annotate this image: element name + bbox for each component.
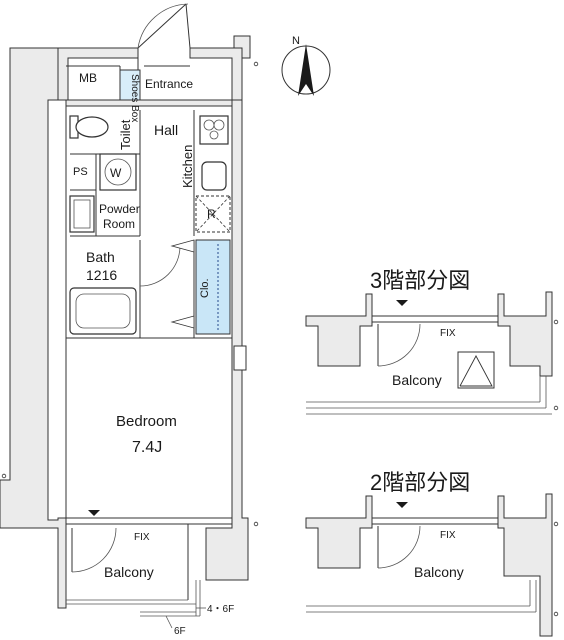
partial-balcony-2f: Balcony [414, 564, 464, 580]
label-bedroom-2: 7.4J [132, 439, 162, 456]
bathtub-icon [69, 287, 137, 335]
label-refrigerator: R [207, 207, 216, 221]
main-unit [0, 3, 259, 629]
partial-balcony-3f: Balcony [392, 372, 442, 388]
label-mb: MB [79, 71, 97, 85]
toilet-fixture [69, 115, 109, 139]
bath-door-arc [139, 245, 181, 287]
wall-right [205, 35, 251, 581]
balcony-door [71, 510, 117, 573]
label-shoes-box: Shoes Box [129, 74, 140, 122]
label-balcony: Balcony [104, 564, 154, 580]
balcony-railing [66, 580, 206, 629]
dot [1, 473, 7, 479]
skylight-icon [457, 351, 495, 389]
partial-fix-3f: FIX [440, 328, 456, 339]
label-4-6f: 4・6F [207, 604, 234, 615]
shoes-box [119, 69, 141, 101]
entry-arrow-icon-2f [396, 502, 408, 508]
refrigerator-icon [195, 195, 231, 233]
partial-plan-3f: 3階部分図 FIX Balcony [305, 268, 559, 415]
label-powder-room-2: Room [103, 217, 135, 231]
label-bedroom-1: Bedroom [116, 413, 177, 430]
entrance-door [137, 3, 191, 49]
dot [253, 61, 259, 67]
label-toilet: Toilet [118, 119, 133, 150]
door-marker-2 [170, 315, 195, 329]
dot [253, 521, 259, 527]
label-hall: Hall [154, 122, 178, 138]
door-marker [170, 239, 195, 253]
label-washer: W [110, 166, 122, 180]
partial-plan-2f: 2階部分図 FIX Balcony [305, 470, 559, 637]
room-labels: MB Shoes Box Entrance Toilet Hall Kitche… [73, 71, 234, 637]
wall-left [0, 47, 67, 609]
washer-icon [99, 153, 137, 191]
compass-arrow-icon [298, 44, 314, 96]
label-powder-room-1: Powder [99, 202, 140, 216]
basin-icon [69, 195, 95, 233]
label-fix: FIX [134, 532, 150, 543]
window-marker [233, 345, 247, 371]
wall-mid [65, 99, 233, 107]
label-closet: Clo. [199, 278, 211, 298]
label-ps: PS [73, 166, 88, 178]
north-compass: N [281, 35, 331, 96]
wall-top-right [189, 47, 243, 101]
label-bath-2: 1216 [86, 267, 117, 283]
label-kitchen: Kitchen [180, 145, 195, 188]
sink-icon [201, 161, 227, 191]
stove-icon [199, 115, 229, 145]
label-entrance: Entrance [145, 77, 193, 91]
partial-title-2f: 2階部分図 [370, 470, 470, 495]
partial-fix-2f: FIX [440, 530, 456, 541]
label-bath-1: Bath [86, 249, 115, 265]
partial-title-3f: 3階部分図 [370, 268, 470, 293]
compass-label: N [292, 35, 300, 47]
closet [195, 239, 231, 335]
entry-arrow-icon [396, 300, 408, 306]
label-6f: 6F [174, 626, 186, 637]
